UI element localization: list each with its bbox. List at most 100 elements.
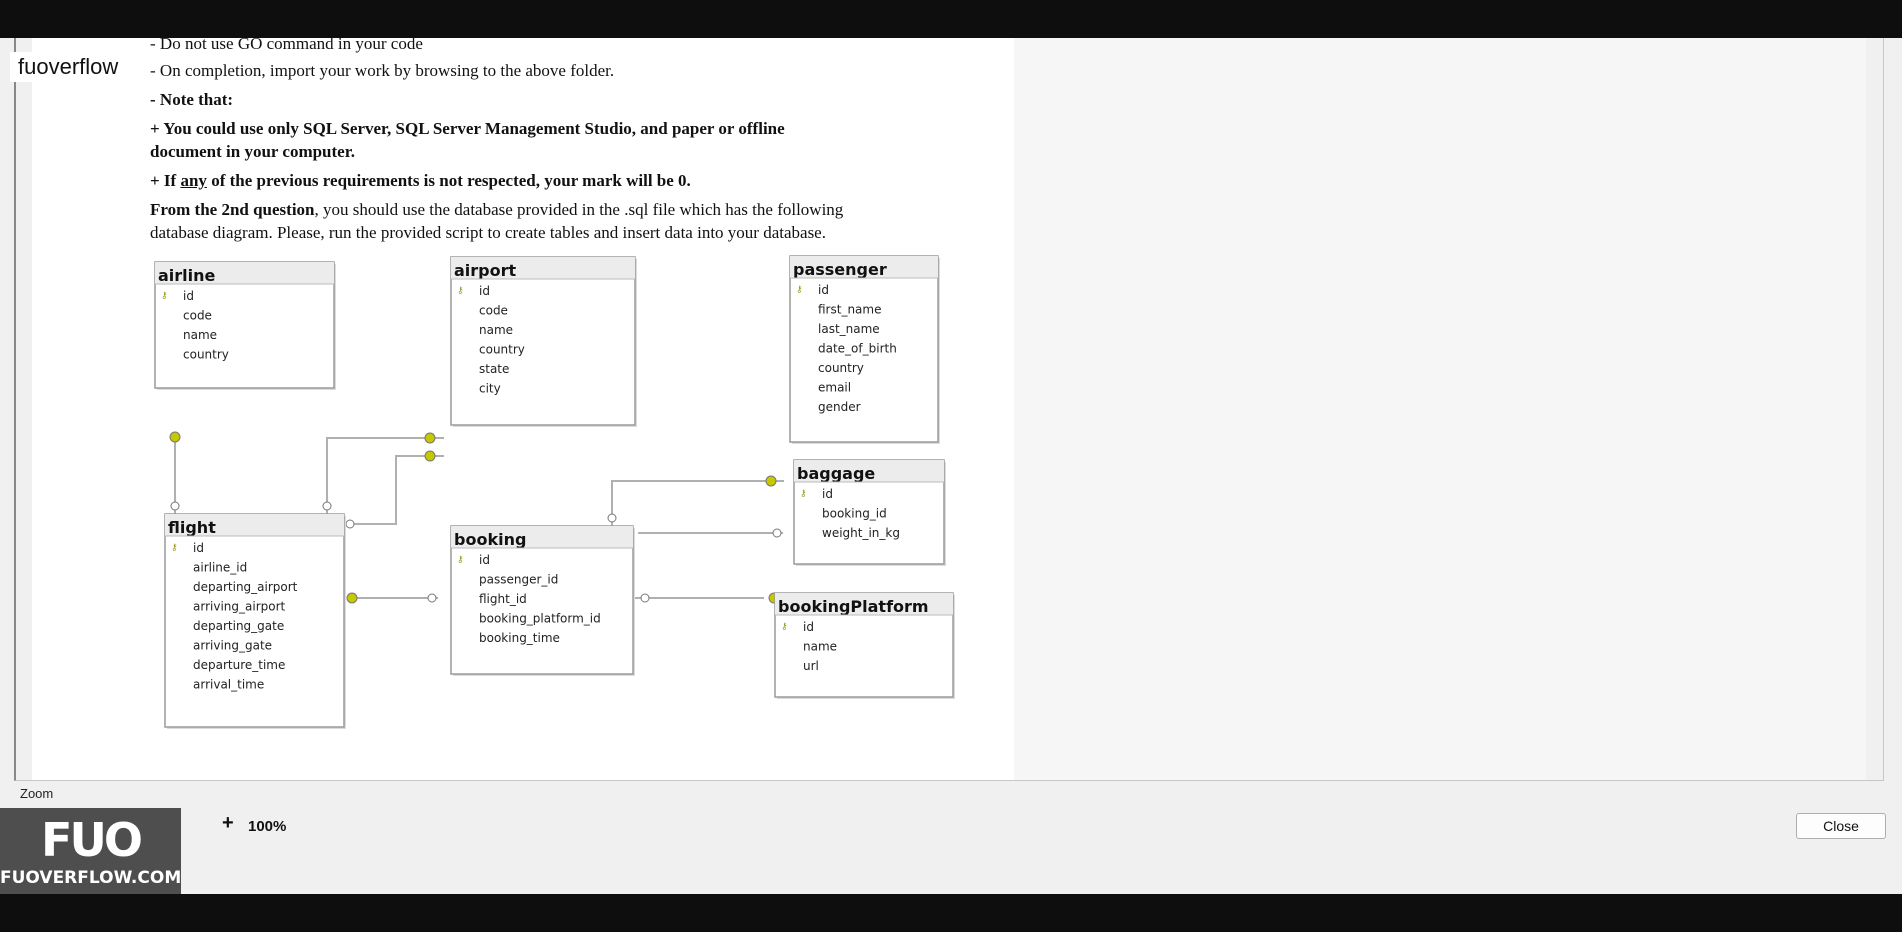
relationship-many-end-4 [640, 593, 650, 603]
zoom-value: 100% [248, 818, 287, 835]
doc-line-question-2: database diagram. Please, run the provid… [150, 223, 826, 242]
column-flight-airline_id: airline_id [193, 561, 247, 575]
table-header-airport [451, 257, 635, 279]
table-title-airline: airline [158, 266, 216, 285]
relationship-line-5 [611, 480, 784, 526]
document-page: - Do not use GO command in your code - O… [32, 38, 1014, 780]
table-title-baggage: baggage [797, 464, 875, 483]
relationship-key-end-0 [169, 431, 181, 443]
relationship-line-2 [344, 455, 444, 525]
column-baggage-id: id [822, 487, 833, 501]
column-passenger-date_of_birth: date_of_birth [818, 342, 897, 356]
logo-text: FUOVERFLOW.COM [0, 868, 182, 888]
column-bookingPlatform-id: id [803, 620, 814, 634]
column-booking-booking_platform_id: booking_platform_id [479, 612, 601, 626]
doc-line-sql-only-2: document in your computer. [150, 142, 355, 161]
table-passenger [789, 255, 939, 443]
logo-mark: FUO [41, 813, 143, 867]
zoom-label: Zoom [20, 786, 54, 801]
column-baggage-booking_id: booking_id [822, 507, 887, 521]
column-airline-name: name [183, 328, 217, 342]
table-title-airport: airport [454, 261, 517, 280]
column-baggage-weight_in_kg: weight_in_kg [822, 526, 900, 540]
table-title-flight: flight [168, 518, 216, 537]
relationship-line-1 [326, 437, 444, 514]
table-title-passenger: passenger [793, 260, 887, 279]
doc-line-question-1: From the 2nd question, you should use th… [150, 198, 843, 221]
column-flight-arriving_gate: arriving_gate [193, 639, 272, 653]
relationship-many-end-2 [345, 519, 355, 529]
doc-line-requirements: + If any of the previous requirements is… [150, 169, 691, 192]
column-flight-departing_airport: departing_airport [193, 580, 298, 594]
primary-key-icon: ⚷ [457, 555, 464, 565]
req-any: any [180, 171, 207, 190]
table-airport [450, 256, 636, 426]
table-title-booking: booking [454, 530, 526, 549]
table-title-bookingPlatform: bookingPlatform [778, 597, 929, 616]
doc-line-sql-only-1: + You could use only SQL Server, SQL Ser… [150, 119, 785, 138]
column-airport-code: code [479, 304, 508, 318]
column-airport-id: id [479, 284, 490, 298]
table-header-booking [451, 526, 633, 548]
column-passenger-email: email [818, 381, 851, 395]
column-booking-id: id [479, 553, 490, 567]
primary-key-icon: ⚷ [800, 489, 807, 499]
database-diagram: airline ⚷ id code name country airport ⚷ id code n… [154, 255, 955, 729]
table-header-airline [155, 262, 334, 284]
column-flight-id: id [193, 541, 204, 555]
relationship-many-end-3 [427, 593, 437, 603]
relationship-key-end-2 [424, 450, 436, 462]
req-suffix: of the previous requirements is not resp… [206, 171, 691, 190]
primary-key-icon: ⚷ [796, 285, 803, 295]
relationship-key-end-1 [424, 432, 436, 444]
column-airport-country: country [479, 343, 525, 357]
document-frame [14, 38, 1884, 781]
table-header-passenger [790, 256, 938, 278]
column-airline-id: id [183, 289, 194, 303]
zoom-in-button[interactable]: + [222, 812, 234, 834]
column-passenger-gender: gender [818, 400, 861, 414]
question-rest: , you should use the database provided i… [314, 200, 844, 219]
column-airline-country: country [183, 348, 229, 362]
column-passenger-id: id [818, 283, 829, 297]
table-flight [164, 513, 345, 728]
primary-key-icon: ⚷ [161, 291, 168, 301]
primary-key-icon: ⚷ [781, 622, 788, 632]
fuoverflow-logo: FUO FUOVERFLOW.COM [0, 808, 181, 894]
table-header-flight [165, 514, 344, 536]
column-bookingPlatform-name: name [803, 640, 837, 654]
column-bookingPlatform-url: url [803, 659, 819, 673]
column-airport-city: city [479, 382, 501, 396]
relationship-key-end-5 [765, 475, 777, 487]
relationship-key-end-3 [346, 592, 358, 604]
column-airline-code: code [183, 309, 212, 323]
table-header-bookingPlatform [775, 593, 953, 615]
column-booking-passenger_id: passenger_id [479, 573, 558, 587]
image-viewer-window: - Do not use GO command in your code - O… [0, 38, 1902, 894]
doc-line-no-go: - Do not use GO command in your code [150, 38, 423, 53]
column-airport-name: name [479, 323, 513, 337]
watermark-label: fuoverflow [10, 52, 127, 82]
column-passenger-last_name: last_name [818, 322, 880, 336]
relationship-many-end-1 [322, 501, 332, 511]
table-booking [450, 525, 634, 675]
column-booking-flight_id: flight_id [479, 592, 527, 606]
bottom-letterbox [0, 894, 1902, 932]
table-header-baggage [794, 460, 944, 482]
column-flight-arrival_time: arrival_time [193, 678, 264, 692]
column-flight-departure_time: departure_time [193, 658, 285, 672]
primary-key-icon: ⚷ [457, 286, 464, 296]
column-booking-booking_time: booking_time [479, 631, 560, 645]
close-button[interactable]: Close [1796, 813, 1886, 839]
column-passenger-country: country [818, 361, 864, 375]
column-flight-arriving_airport: arriving_airport [193, 600, 286, 614]
primary-key-icon: ⚷ [171, 543, 178, 553]
column-airport-state: state [479, 362, 509, 376]
column-flight-departing_gate: departing_gate [193, 619, 284, 633]
relationship-many-end-0 [170, 501, 180, 511]
doc-line-import: - On completion, import your work by bro… [150, 61, 615, 80]
column-passenger-first_name: first_name [818, 303, 881, 317]
document-background-right [1014, 38, 1866, 780]
relationship-many-end-5 [607, 513, 617, 523]
doc-line-note: - Note that: [150, 90, 234, 109]
